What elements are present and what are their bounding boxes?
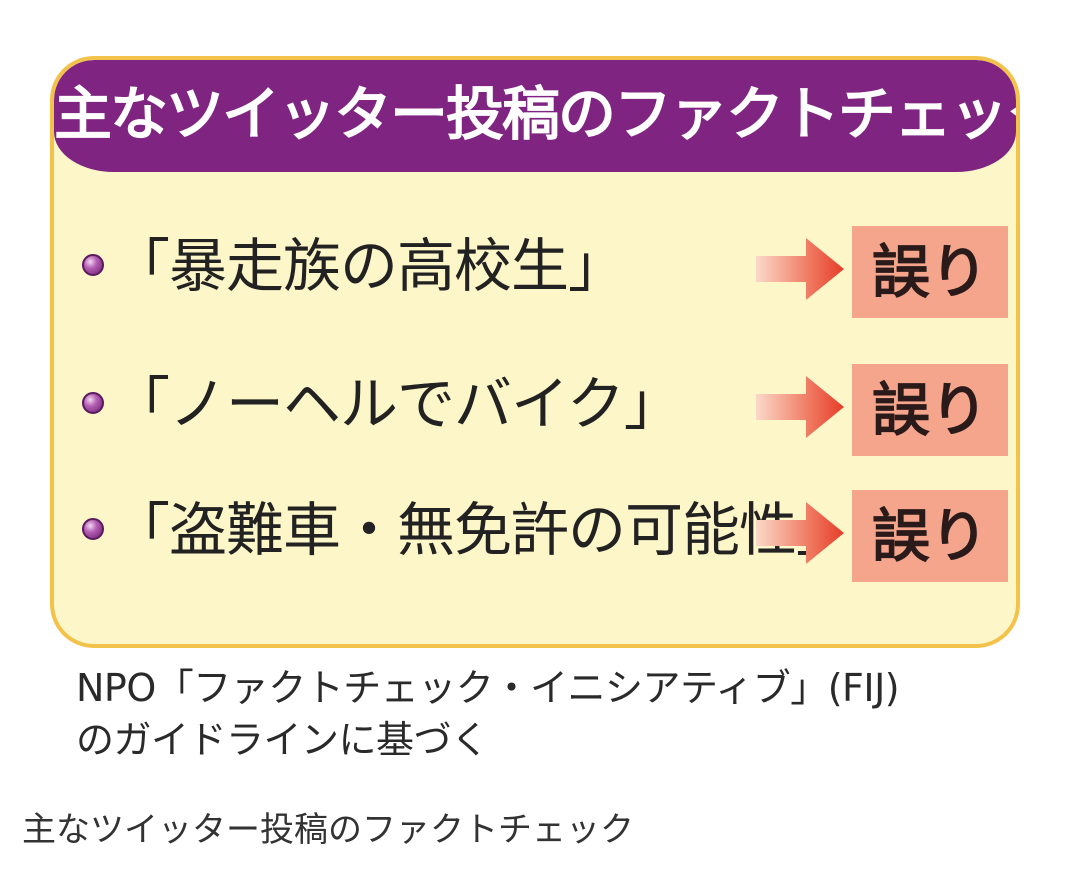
claim-text: 「盗難車・無免許の可能性」 <box>112 496 854 564</box>
verdict-label: 誤り <box>871 376 988 444</box>
claim-row: 「ノーヘルでバイク」 誤り <box>72 358 1008 458</box>
verdict-label: 誤り <box>871 238 988 306</box>
verdict-badge: 誤り <box>852 226 1008 318</box>
claim-row: 「盗難車・無免許の可能性」 誤り <box>72 484 1008 584</box>
purple-dot-icon <box>82 392 104 414</box>
image-caption: 主なツイッター投稿のファクトチェック <box>22 810 634 850</box>
verdict-badge: 誤り <box>852 490 1008 582</box>
fact-check-infographic: 主なツイッター投稿のファクトチェック 「暴走族の高校生」 誤り <box>50 56 1036 766</box>
source-line: のガイドラインに基づく <box>76 718 489 762</box>
claim-text: 「ノーヘルでバイク」 <box>112 370 682 438</box>
infographic-title: 主なツイッター投稿のファクトチェック <box>54 80 1020 148</box>
right-arrow-icon <box>756 376 844 438</box>
verdict-badge: 誤り <box>852 364 1008 456</box>
source-note: NPO「ファクトチェック・イニシアティブ」(FIJ) のガイドラインに基づく <box>76 662 1036 766</box>
right-arrow-icon <box>756 502 844 564</box>
purple-dot-icon <box>82 518 104 540</box>
claim-text: 「暴走族の高校生」 <box>112 232 626 300</box>
source-line: NPO「ファクトチェック・イニシアティブ」(FIJ) <box>76 666 900 710</box>
verdict-label: 誤り <box>871 502 988 570</box>
right-arrow-icon <box>756 238 844 300</box>
claim-row: 「暴走族の高校生」 誤り <box>72 220 1008 320</box>
fact-check-panel: 主なツイッター投稿のファクトチェック 「暴走族の高校生」 誤り <box>50 56 1020 648</box>
header-bar: 主なツイッター投稿のファクトチェック <box>54 60 1016 172</box>
purple-dot-icon <box>82 254 104 276</box>
